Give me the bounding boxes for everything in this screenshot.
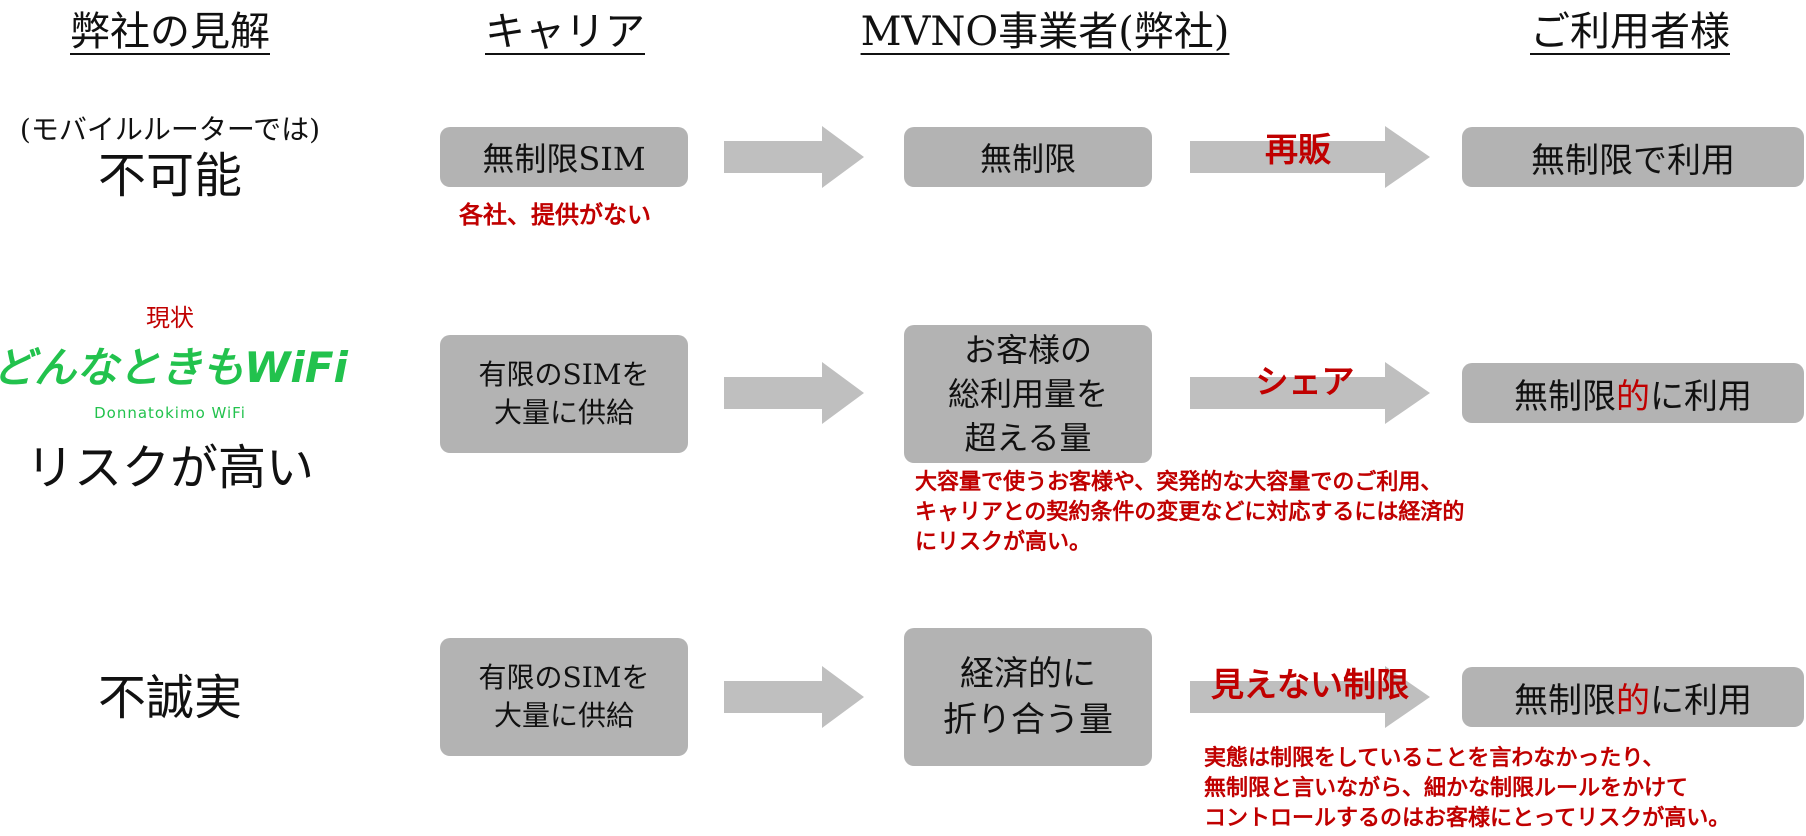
row1-arrow-label: 再販 [1265, 130, 1331, 169]
row2-view-status: 現状 [146, 304, 194, 332]
row1-view-main: 不可能 [97, 148, 243, 204]
row1-carrier-note: 各社、提供がない [459, 201, 651, 229]
row3-user-box-part3: に利用 [1650, 680, 1752, 721]
row2-note: 大容量で使うお客様や、突発的な大容量でのご利用、 キャリアとの契約条件の変更など… [915, 470, 1465, 555]
row3-carrier-box: 有限のSIMを 大量に供給 [440, 638, 688, 756]
logo-subtitle: Donnatokimo WiFi [94, 404, 246, 422]
row3-user-box: 無制限的に利用 [1462, 667, 1804, 727]
row1-carrier-box: 無制限SIM [440, 127, 688, 187]
header-carrier: キャリア [485, 9, 645, 55]
row1-arrow-2 [1190, 126, 1430, 188]
row2-arrow-1 [724, 362, 864, 424]
row1-arrow-1 [724, 126, 864, 188]
row1-user-box: 無制限で利用 [1462, 127, 1804, 187]
row3-arrow-1 [724, 666, 864, 728]
row3-arrow-label: 見えない制限 [1211, 665, 1409, 704]
row2-carrier-box: 有限のSIMを 大量に供給 [440, 335, 688, 453]
row2-user-box: 無制限的に利用 [1462, 363, 1804, 423]
row2-user-box-part2: 的 [1616, 376, 1650, 417]
row3-view-main: 不誠実 [97, 670, 243, 726]
row2-arrow-label: シェア [1255, 362, 1355, 401]
row2-mvno-box: お客様の 総利用量を 超える量 [904, 325, 1152, 463]
row2-arrow-2 [1190, 362, 1430, 424]
row3-arrow-2 [1190, 666, 1430, 728]
row2-user-box-part3: に利用 [1650, 376, 1752, 417]
row1-view-pre: (モバイルルーターでは) [19, 113, 321, 146]
header-mvno: MVNO事業者(弊社) [860, 9, 1230, 55]
header-view: 弊社の見解 [70, 9, 270, 55]
header-user: ご利用者様 [1530, 9, 1730, 55]
row2-user-box-part1: 無制限 [1514, 376, 1616, 417]
row3-user-box-part1: 無制限 [1514, 680, 1616, 721]
row3-mvno-box: 経済的に 折り合う量 [904, 628, 1152, 766]
row3-user-box-part2: 的 [1616, 680, 1650, 721]
row1-mvno-box: 無制限 [904, 127, 1152, 187]
row2-view-main: リスクが高い [25, 440, 315, 496]
row3-note: 実態は制限をしていることを言わなかったり、 無制限と言いながら、細かな制限ルール… [1204, 746, 1731, 831]
logo-mark: どんなときもWiFi [0, 343, 348, 392]
